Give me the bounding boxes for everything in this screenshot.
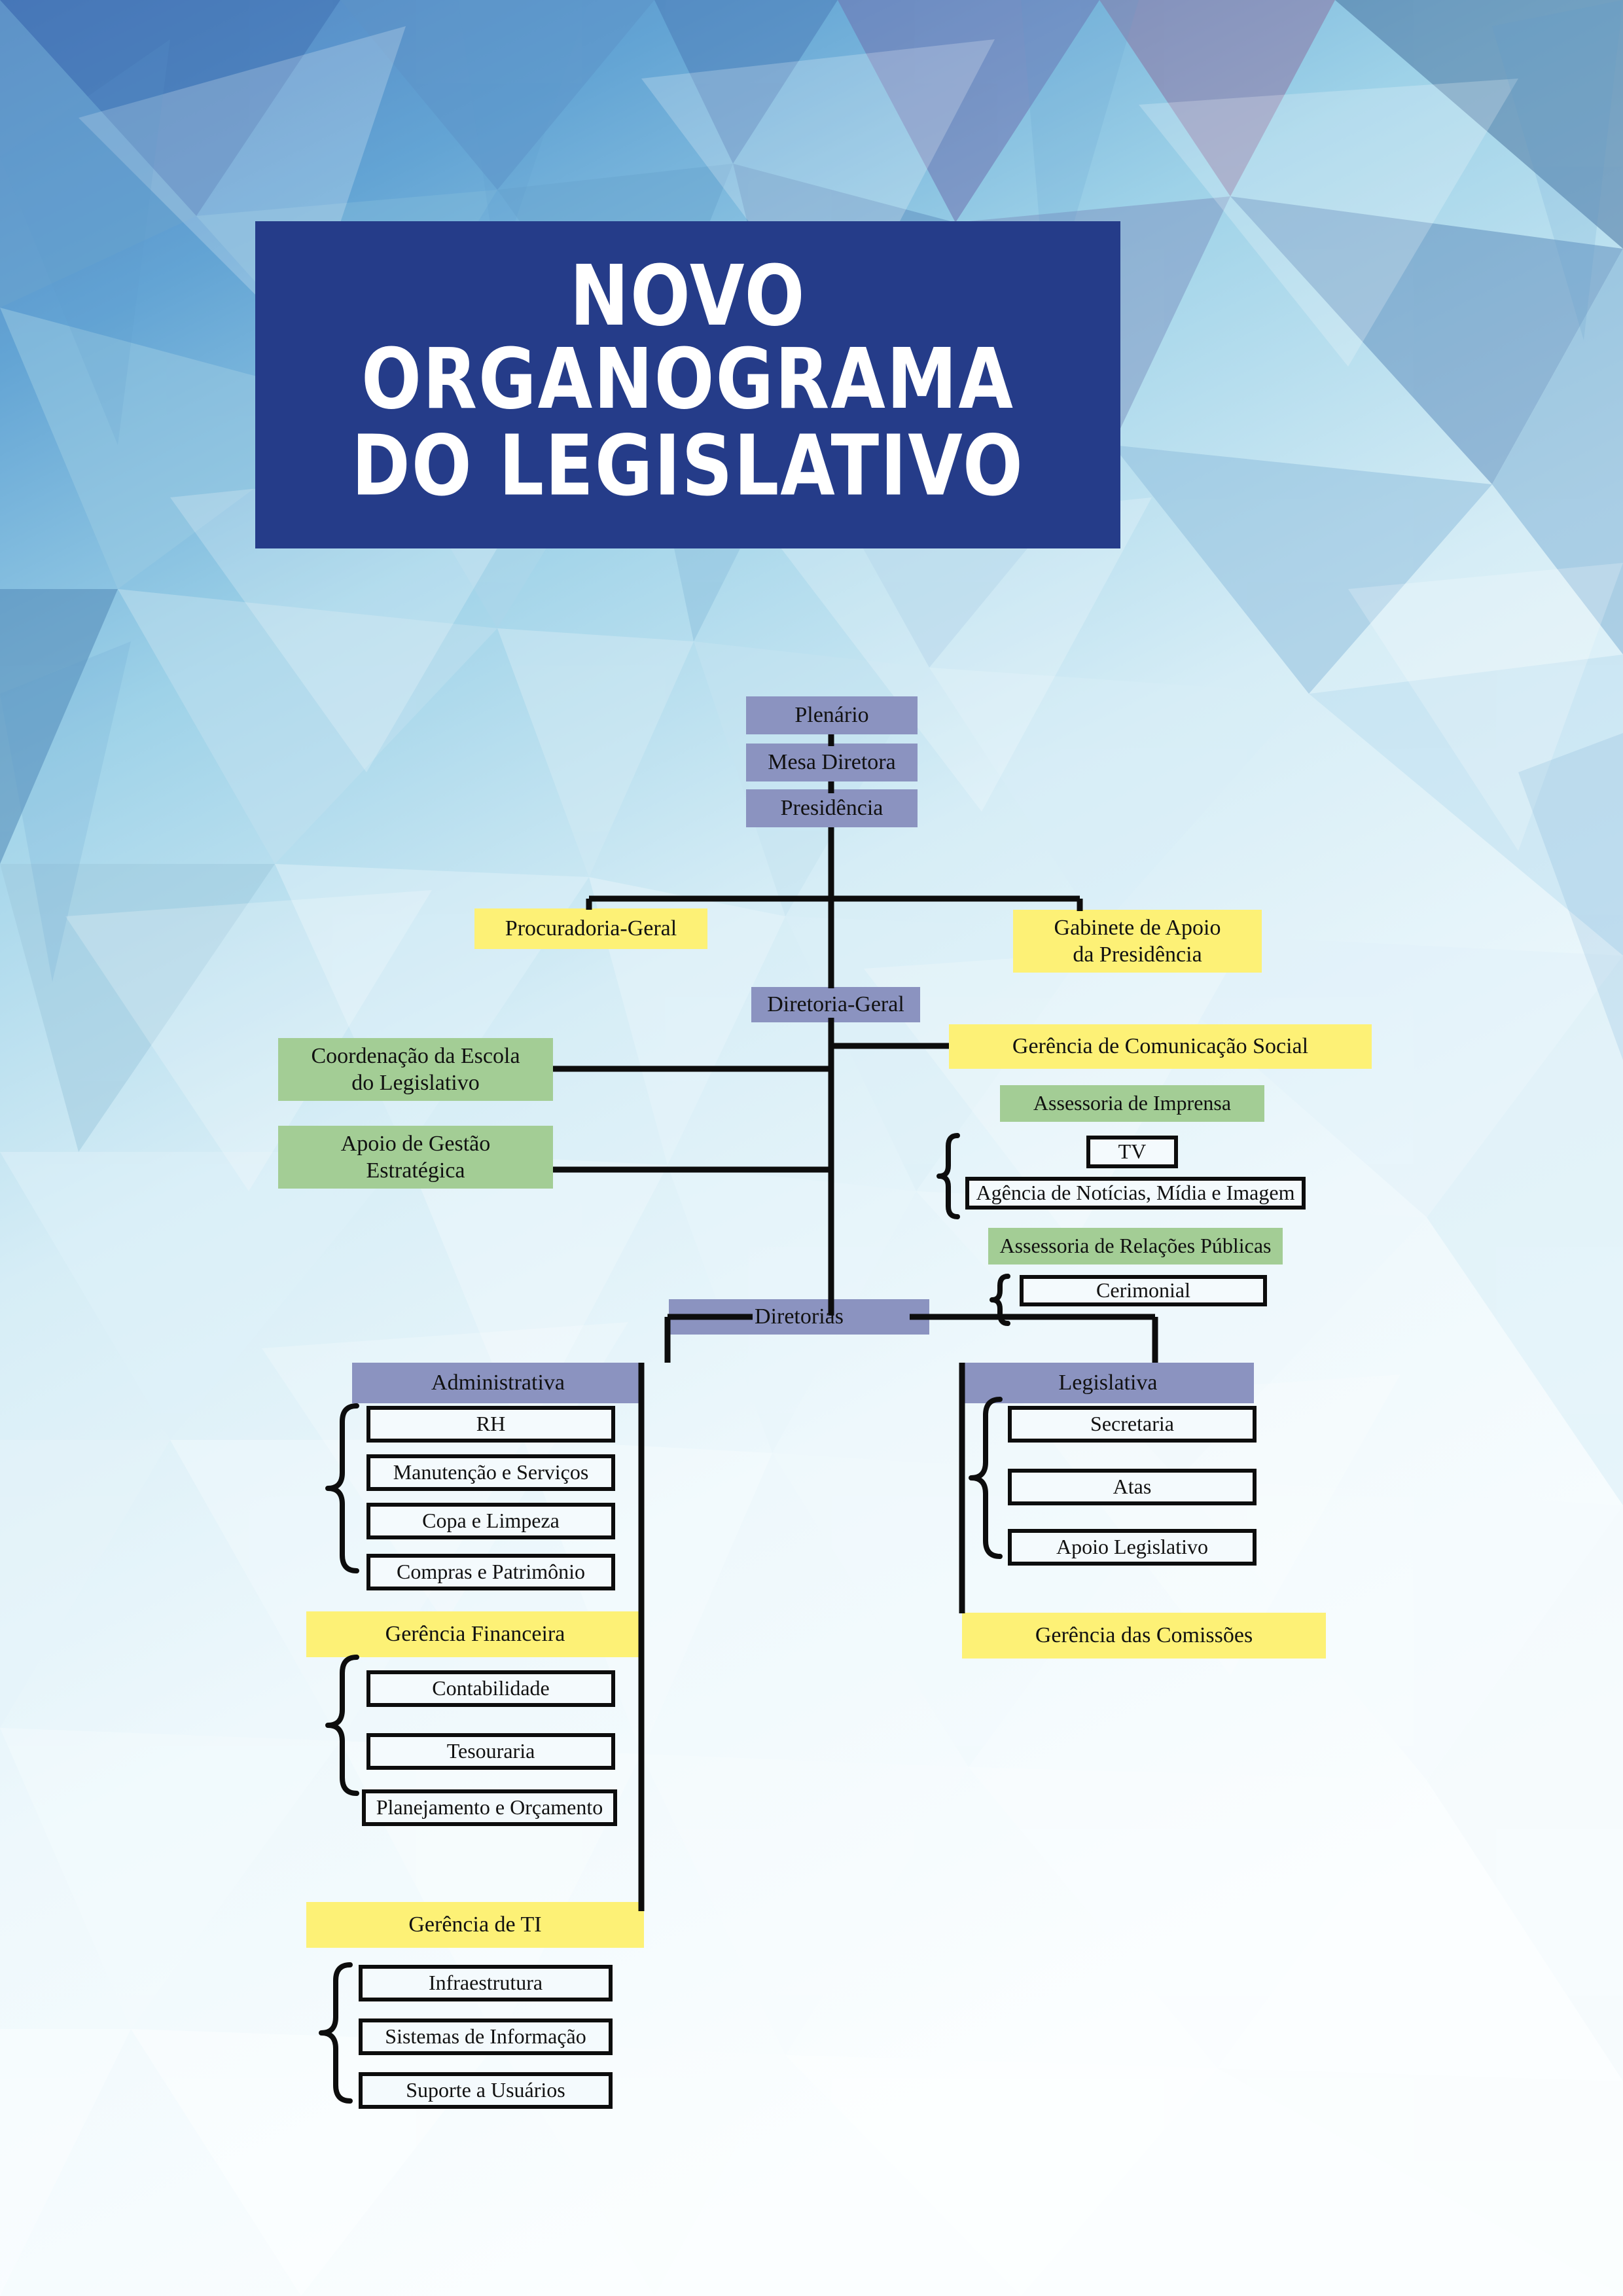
node-coordenacao-escola-legislativo[interactable]: Coordenação da Escola do Legislativo — [278, 1038, 553, 1101]
title-line-2: DO LEGISLATIVO — [351, 418, 1024, 515]
node-suporte-usuarios[interactable]: Suporte a Usuários — [359, 2072, 613, 2109]
node-contabilidade[interactable]: Contabilidade — [366, 1670, 615, 1707]
node-gerencia-comissoes[interactable]: Gerência das Comissões — [962, 1613, 1326, 1659]
node-gestao-line-2: Estratégica — [366, 1158, 465, 1183]
node-apoio-gestao-estrategica[interactable]: Apoio de Gestão Estratégica — [278, 1126, 553, 1189]
node-compras-patrimonio[interactable]: Compras e Patrimônio — [366, 1554, 615, 1590]
node-gerencia-ti[interactable]: Gerência de TI — [306, 1902, 644, 1948]
node-tesouraria[interactable]: Tesouraria — [366, 1733, 615, 1770]
node-assessoria-imprensa[interactable]: Assessoria de Imprensa — [1000, 1085, 1264, 1122]
title-line-1: NOVO ORGANOGRAMA — [361, 247, 1014, 428]
node-gabinete-line-1: Gabinete de Apoio — [1054, 915, 1221, 940]
node-gerencia-financeira[interactable]: Gerência Financeira — [306, 1611, 644, 1657]
node-cerimonial[interactable]: Cerimonial — [1020, 1275, 1267, 1306]
node-gabinete-apoio-presidencia[interactable]: Gabinete de Apoio da Presidência — [1013, 910, 1262, 973]
node-rh[interactable]: RH — [366, 1406, 615, 1443]
node-diretorias[interactable]: Diretorias — [669, 1299, 929, 1335]
node-agencia-noticias-midia-imagem[interactable]: Agência de Notícias, Mídia e Imagem — [965, 1177, 1306, 1210]
node-sistemas-informacao[interactable]: Sistemas de Informação — [359, 2018, 613, 2055]
node-gerencia-comunicacao-social[interactable]: Gerência de Comunicação Social — [949, 1024, 1372, 1069]
node-escola-line-1: Coordenação da Escola — [311, 1043, 520, 1068]
node-tv[interactable]: TV — [1086, 1136, 1178, 1168]
node-gestao-line-1: Apoio de Gestão — [340, 1131, 491, 1156]
node-atas[interactable]: Atas — [1008, 1469, 1257, 1505]
node-planejamento-orcamento[interactable]: Planejamento e Orçamento — [362, 1789, 617, 1826]
node-mesa-diretora[interactable]: Mesa Diretora — [746, 744, 918, 781]
node-diretoria-geral[interactable]: Diretoria-Geral — [751, 987, 920, 1022]
node-legislativa[interactable]: Legislativa — [962, 1363, 1254, 1403]
node-copa-limpeza[interactable]: Copa e Limpeza — [366, 1503, 615, 1539]
node-presidencia[interactable]: Presidência — [746, 789, 918, 827]
title-banner: NOVO ORGANOGRAMA DO LEGISLATIVO — [255, 221, 1120, 548]
node-procuradoria-geral[interactable]: Procuradoria-Geral — [474, 908, 707, 949]
node-gabinete-line-2: da Presidência — [1073, 942, 1202, 967]
node-infraestrutura[interactable]: Infraestrutura — [359, 1965, 613, 2001]
node-secretaria[interactable]: Secretaria — [1008, 1406, 1257, 1443]
node-plenario[interactable]: Plenário — [746, 696, 918, 734]
node-apoio-legislativo[interactable]: Apoio Legislativo — [1008, 1529, 1257, 1566]
node-manutencao-servicos[interactable]: Manutenção e Serviços — [366, 1454, 615, 1491]
node-escola-line-2: do Legislativo — [351, 1071, 480, 1095]
node-assessoria-relacoes-publicas[interactable]: Assessoria de Relações Públicas — [988, 1228, 1283, 1265]
node-administrativa[interactable]: Administrativa — [352, 1363, 644, 1403]
